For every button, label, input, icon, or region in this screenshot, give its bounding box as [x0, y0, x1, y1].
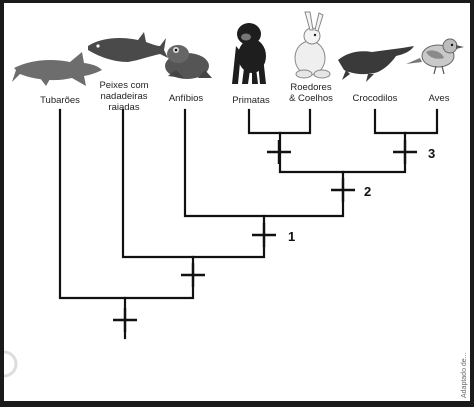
node-label-2: 2 [364, 184, 371, 199]
bird-icon [406, 38, 464, 75]
chimpanzee-icon [232, 23, 266, 84]
branch-clade-amniotes [278, 131, 407, 174]
tick-peixes [181, 263, 205, 287]
node-label-3: 3 [428, 146, 435, 161]
tree-branches [58, 108, 439, 340]
tick-crocodilos-aves [393, 140, 417, 164]
label-line: Aves [429, 93, 450, 104]
label-line: & Coelhos [289, 93, 333, 104]
branch-primatas-roedores [247, 108, 312, 135]
label-primatas: Primatas [232, 95, 270, 106]
label-tubaroes: Tubarões [40, 95, 80, 106]
label-line: Crocodilos [353, 93, 398, 104]
tick-primatas-roedores [267, 140, 291, 164]
branch-clade-anfibios [183, 108, 345, 218]
tick-root [113, 308, 137, 332]
tuna-icon [88, 32, 168, 62]
node-label-1: 1 [288, 229, 295, 244]
label-line: Tubarões [40, 95, 80, 106]
source-credit: Adaptado de... [461, 352, 468, 398]
label-line: raiadas [108, 102, 139, 113]
label-line: Primatas [232, 95, 270, 106]
label-crocodilos: Crocodilos [353, 93, 398, 104]
rabbit-icon [294, 11, 331, 79]
label-anfibios: Anfíbios [169, 93, 204, 104]
crocodile-icon [338, 46, 414, 82]
frog-icon [165, 45, 212, 79]
branch-clade-peixes [121, 108, 266, 259]
label-line: Anfíbios [169, 93, 204, 104]
branch-crocodilos-aves [373, 108, 439, 135]
tick-node-2 [331, 178, 355, 202]
label-roedores: Roedores& Coelhos [289, 82, 333, 104]
shark-icon [12, 52, 102, 86]
branch-root-split [58, 108, 195, 300]
label-aves: Aves [429, 93, 450, 104]
label-line: nadadeiras [100, 91, 147, 102]
character-ticks [113, 140, 417, 332]
edge-circle-fragment [3, 350, 18, 378]
tick-node-1 [252, 223, 276, 247]
label-line: Peixes com [99, 80, 148, 91]
label-line: Roedores [290, 82, 331, 93]
